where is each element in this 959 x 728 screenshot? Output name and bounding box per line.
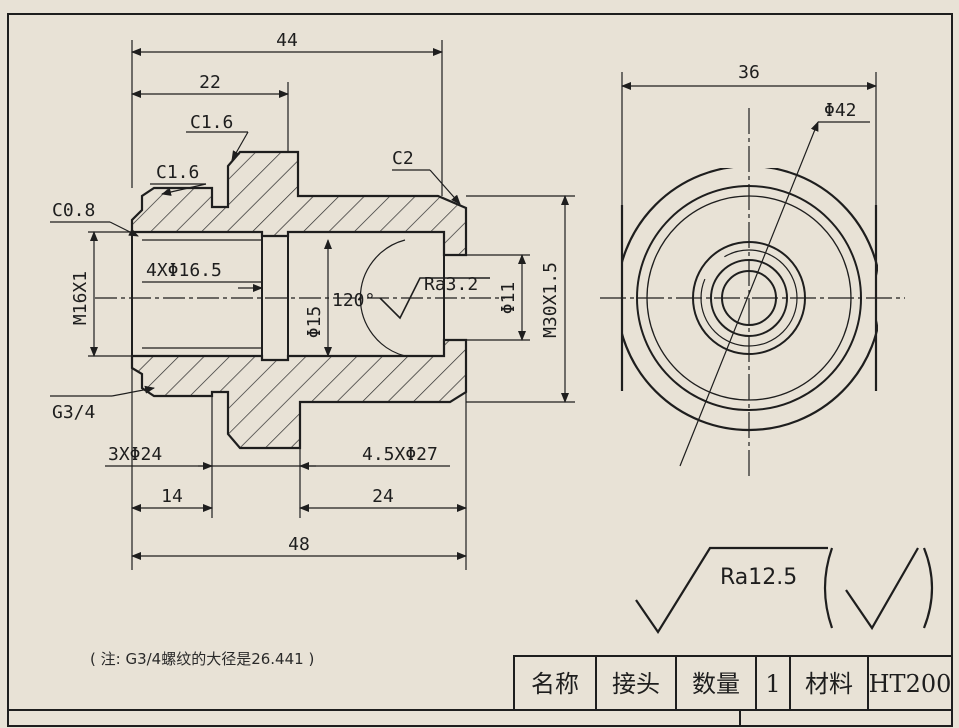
title-block: 名称 接头 数量 1 材料 HT200 bbox=[8, 655, 953, 726]
outer-phi42: Φ42 bbox=[824, 100, 857, 121]
bore-phi15: Φ15 bbox=[304, 306, 325, 339]
title-name-value: 接头 bbox=[612, 670, 660, 698]
dim-overall-48: 48 bbox=[288, 534, 310, 555]
roughness-symbol-ra32 bbox=[379, 277, 490, 320]
angle-120: 120° bbox=[332, 290, 375, 311]
chamfer-c16-lower: C1.6 bbox=[156, 162, 199, 183]
groove-45x-phi27: 4.5XΦ27 bbox=[362, 444, 438, 465]
title-material-label: 材料 bbox=[805, 670, 853, 698]
thread-m16x1: M16X1 bbox=[70, 271, 91, 325]
note-text: ( 注: G3/4螺纹的大径是26.441 ) bbox=[90, 650, 314, 668]
title-qty-label: 数量 bbox=[692, 670, 740, 698]
title-material-value: HT200 bbox=[869, 670, 952, 698]
groove-4x-phi165: 4XΦ16.5 bbox=[146, 260, 222, 281]
section-wall-upper bbox=[130, 150, 468, 257]
drawing-frame bbox=[7, 13, 953, 727]
groove-3x-phi24: 3XΦ24 bbox=[108, 444, 162, 465]
pipe-thread-g34: G3/4 bbox=[52, 402, 95, 423]
section-wall-lower bbox=[130, 338, 468, 450]
surface-finish-block: Ra12.5 bbox=[635, 546, 934, 635]
dim-left-22: 22 bbox=[199, 72, 221, 93]
dim-36-text: 36 bbox=[738, 62, 760, 83]
title-qty-value: 1 bbox=[765, 670, 780, 698]
surface-finish-value: Ra12.5 bbox=[720, 565, 797, 590]
chamfer-c16-upper: C1.6 bbox=[190, 112, 233, 133]
title-name-label: 名称 bbox=[531, 670, 579, 698]
chamfer-c2: C2 bbox=[392, 148, 414, 169]
bore-phi11: Φ11 bbox=[498, 282, 519, 315]
thread-m30x15: M30X1.5 bbox=[540, 262, 561, 338]
side-view: Φ42 36 bbox=[600, 62, 905, 478]
dim-overall-44: 44 bbox=[276, 30, 298, 51]
dim-24: 24 bbox=[372, 486, 394, 507]
chamfer-c08: C0.8 bbox=[52, 200, 95, 221]
dim-14: 14 bbox=[161, 486, 183, 507]
section-view: 44 22 C1.6 C1.6 C0.8 C2 M16X1 M30X1.5 Φ1 bbox=[50, 30, 575, 570]
roughness-ra32: Ra3.2 bbox=[424, 274, 478, 295]
surface-finish-symbol bbox=[635, 546, 828, 635]
